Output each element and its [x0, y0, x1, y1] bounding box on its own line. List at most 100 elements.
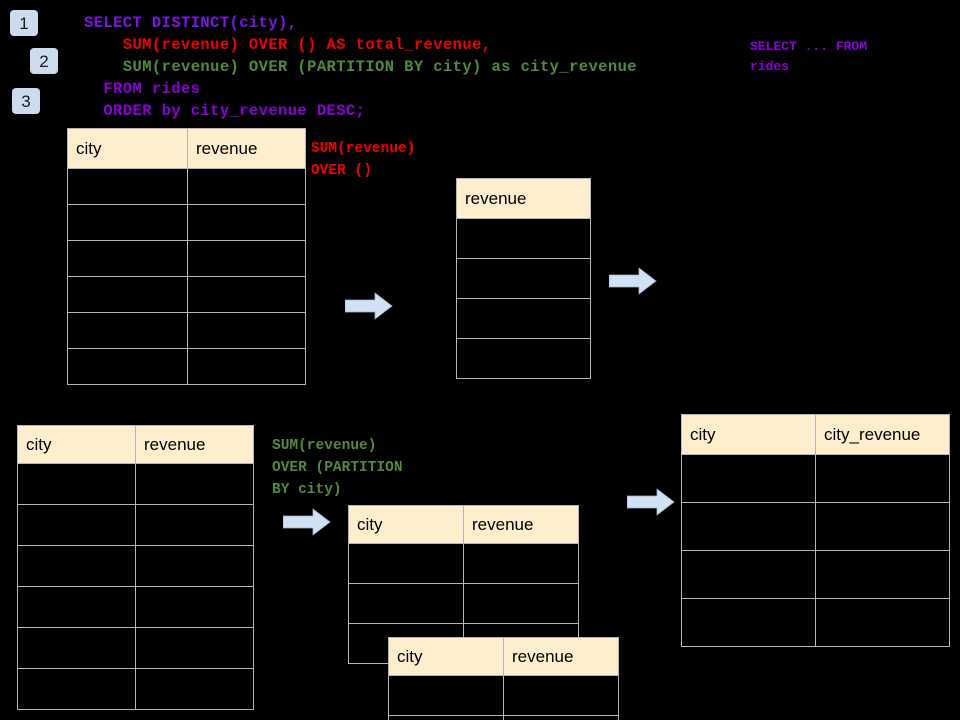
column-header-revenue: revenue: [187, 128, 306, 169]
column-header-revenue: revenue: [503, 637, 619, 676]
table-row: [348, 543, 579, 584]
table-cell: [67, 168, 188, 205]
table-row: [681, 550, 950, 599]
table-cell: [456, 218, 591, 259]
table-cell: [503, 675, 619, 716]
sql-line-4: FROM rides: [84, 80, 201, 98]
table-cell: [135, 504, 254, 546]
table-cell: [348, 583, 464, 624]
table-cell: [135, 545, 254, 587]
table-row: [67, 276, 306, 313]
table-cell: [463, 543, 579, 584]
column-header-city_revenue: city_revenue: [815, 414, 950, 455]
column-header-revenue: revenue: [456, 178, 591, 219]
table-cell: [67, 276, 188, 313]
table-cell: [815, 454, 950, 503]
table-row: [67, 240, 306, 277]
table-cell: [681, 454, 816, 503]
table-cell: [187, 240, 306, 277]
table-row: [388, 675, 619, 716]
table-cell: [67, 312, 188, 349]
step-badge-2: 2: [30, 48, 58, 74]
table-row: [67, 168, 306, 205]
sql-line-1: SELECT DISTINCT(city),: [84, 14, 298, 32]
table-cell: [463, 583, 579, 624]
table-row: [456, 338, 591, 379]
arrow-partition-to-result-icon: [627, 488, 675, 516]
table-cell: [67, 348, 188, 385]
table-cell: [815, 550, 950, 599]
table-cell: [17, 504, 136, 546]
arrow-source-to-total-icon: [345, 292, 393, 320]
table-row: [456, 218, 591, 259]
table-row: [681, 502, 950, 551]
column-header-revenue: revenue: [463, 505, 579, 544]
column-header-city: city: [67, 128, 188, 169]
table-header-row: revenue: [456, 178, 591, 219]
table-cell: [17, 463, 136, 505]
annotation-sum-over-empty: SUM(revenue) OVER (): [311, 141, 416, 179]
table-row: [388, 715, 619, 720]
table-cell: [17, 586, 136, 628]
table-cell: [388, 715, 504, 720]
table-cell: [456, 298, 591, 339]
annotation-sum-over-partition: SUM(revenue) OVER (PARTITION BY city): [272, 438, 403, 498]
table-row: [67, 312, 306, 349]
table-cell: [815, 598, 950, 647]
arrow-total-to-result-icon: [609, 267, 657, 295]
table-row: [456, 258, 591, 299]
column-header-city: city: [348, 505, 464, 544]
table-row: [17, 627, 254, 669]
table-cell: [681, 598, 816, 647]
sql-line-3: SUM(revenue) OVER (PARTITION BY city) as…: [84, 58, 637, 76]
table-cell: [135, 668, 254, 710]
table-cell: [187, 312, 306, 349]
table-row: [17, 504, 254, 546]
table-row: [17, 586, 254, 628]
table-cell: [681, 550, 816, 599]
table-cell: [388, 675, 504, 716]
column-header-city: city: [681, 414, 816, 455]
table-cell: [17, 627, 136, 669]
table-row: [348, 583, 579, 624]
table-cell: [67, 204, 188, 241]
table-row: [681, 454, 950, 503]
table-cell: [503, 715, 619, 720]
table-cell: [681, 502, 816, 551]
table-total-revenue: revenue: [456, 178, 591, 379]
table-cell: [187, 168, 306, 205]
step-badge-1: 1: [10, 10, 38, 36]
table-row: [17, 463, 254, 505]
arrow-source-to-partition-icon: [283, 508, 331, 536]
table-row: [17, 545, 254, 587]
annotation-select-from-note: SELECT ... FROM rides: [750, 39, 868, 74]
table-cell: [348, 543, 464, 584]
table-cell: [187, 348, 306, 385]
table-cell: [135, 463, 254, 505]
sql-query-block: SELECT DISTINCT(city), SUM(revenue) OVER…: [84, 12, 637, 122]
table-row: [67, 204, 306, 241]
table-row: [17, 668, 254, 710]
table-cell: [187, 204, 306, 241]
table-cell: [456, 338, 591, 379]
table-row: [456, 298, 591, 339]
column-header-revenue: revenue: [135, 425, 254, 464]
step-badge-3: 3: [12, 88, 40, 114]
table-cell: [815, 502, 950, 551]
sql-line-5: ORDER by city_revenue DESC;: [84, 102, 366, 120]
table-cell: [17, 668, 136, 710]
table-cell: [135, 627, 254, 669]
sql-line-2: SUM(revenue) OVER () AS total_revenue,: [84, 36, 492, 54]
table-cell: [67, 240, 188, 277]
table-cell: [456, 258, 591, 299]
table-cell: [135, 586, 254, 628]
